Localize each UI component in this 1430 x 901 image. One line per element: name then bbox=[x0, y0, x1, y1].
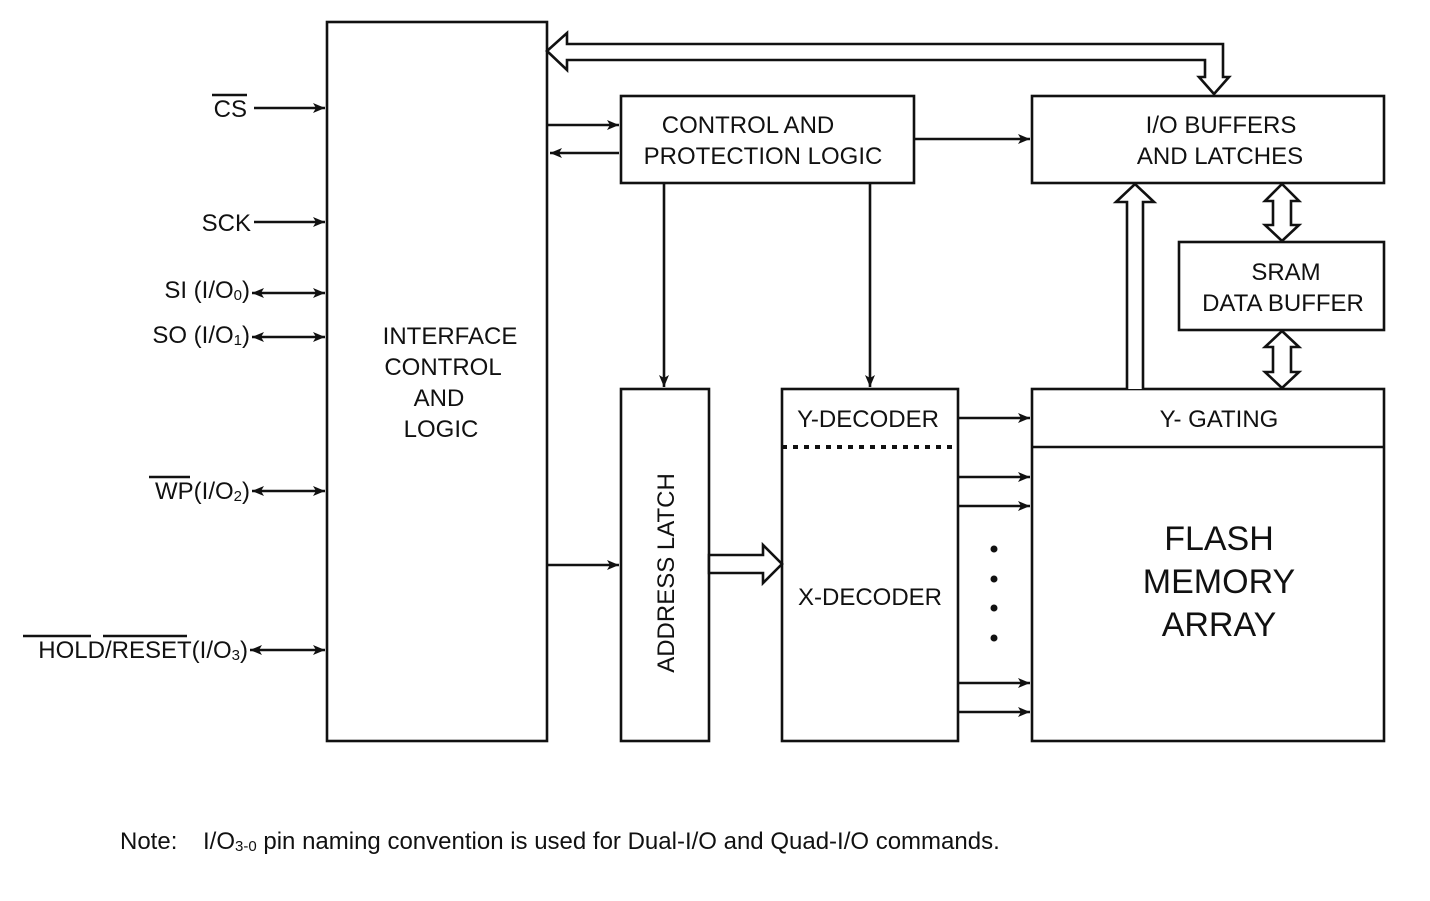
x-decoder-label: X-DECODER bbox=[798, 584, 942, 611]
io-sram-bus-arrow bbox=[1261, 182, 1303, 243]
decoder-block bbox=[780, 387, 960, 743]
note-text: Note:I/O3-0 pin naming convention is use… bbox=[120, 828, 1000, 855]
svg-text:MEMORY: MEMORY bbox=[1143, 563, 1295, 601]
svg-text:LOGIC: LOGIC bbox=[404, 416, 479, 443]
address-bus-arrow bbox=[707, 541, 784, 587]
control-protection-block bbox=[619, 94, 916, 185]
interface-block-label: INTERFACE CONTROL AND LOGIC bbox=[383, 323, 518, 443]
svg-text:CONTROL AND: CONTROL AND bbox=[662, 112, 834, 139]
row-ellipsis bbox=[990, 545, 998, 642]
hold-reset-pin-label: HOLD/RESET(I/O3) bbox=[38, 637, 248, 664]
top-data-bus-arrow bbox=[545, 30, 1232, 96]
interface-control-block bbox=[325, 20, 549, 743]
svg-text:INTERFACE: INTERFACE bbox=[383, 323, 518, 350]
si-pin-label: SI (I/O0) bbox=[164, 277, 250, 304]
svg-text:AND LATCHES: AND LATCHES bbox=[1137, 143, 1303, 170]
svg-text:DATA BUFFER: DATA BUFFER bbox=[1202, 290, 1364, 317]
sck-pin-label: SCK bbox=[202, 210, 251, 237]
svg-text:CONTROL: CONTROL bbox=[384, 354, 501, 381]
flash-array-label: FLASH MEMORY ARRAY bbox=[1143, 520, 1295, 644]
sram-label: SRAM DATA BUFFER bbox=[1202, 259, 1364, 317]
io-buffers-block bbox=[1030, 94, 1386, 185]
address-latch-label: ADDRESS LATCH bbox=[653, 473, 680, 673]
svg-text:I/O BUFFERS: I/O BUFFERS bbox=[1146, 112, 1297, 139]
y-decoder-label: Y-DECODER bbox=[797, 406, 939, 433]
svg-text:SRAM: SRAM bbox=[1251, 259, 1320, 286]
y-gating-label: Y- GATING bbox=[1160, 406, 1279, 433]
svg-text:ARRAY: ARRAY bbox=[1162, 606, 1277, 644]
io-buffers-label: I/O BUFFERS AND LATCHES bbox=[1137, 112, 1303, 170]
svg-text:FLASH: FLASH bbox=[1164, 520, 1274, 558]
svg-text:AND: AND bbox=[414, 385, 465, 412]
gating-to-io-bus-arrow bbox=[1112, 182, 1158, 389]
sram-gating-bus-arrow bbox=[1261, 329, 1303, 390]
so-pin-label: SO (I/O1) bbox=[152, 322, 250, 349]
wp-pin-label: WP(I/O2) bbox=[155, 478, 250, 505]
cs-pin-label: CS bbox=[214, 96, 247, 123]
control-block-label: CONTROL AND PROTECTION LOGIC bbox=[644, 112, 883, 170]
svg-text:PROTECTION LOGIC: PROTECTION LOGIC bbox=[644, 143, 883, 170]
